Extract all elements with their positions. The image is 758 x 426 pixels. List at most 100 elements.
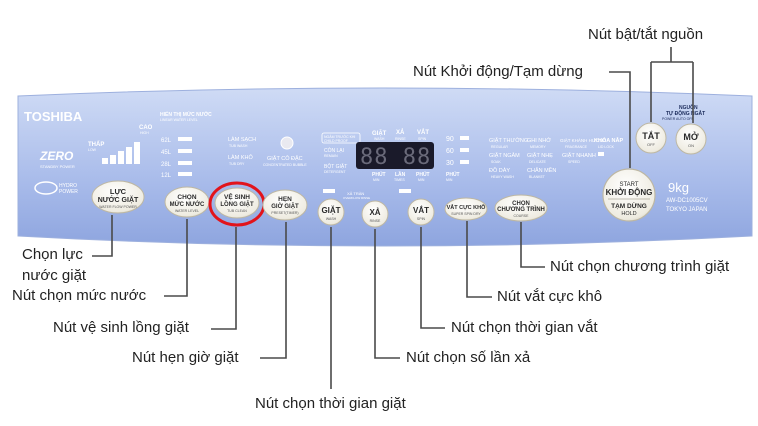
display-minute2-sub: MIN [418, 178, 425, 182]
power-off-sub: OFF [647, 142, 656, 147]
display-times-label: LẦN [395, 171, 406, 178]
callout-program: Nút chọn chương trình giặt [550, 258, 730, 275]
display-label-2: CHILD PROOF [324, 139, 348, 143]
water-level-12: 12L [161, 173, 172, 179]
concentrated-label: GIẶT CÔ ĐẶC [267, 155, 303, 162]
program-delicate-sub: DELICATE [529, 160, 547, 164]
lid-lock-label: KHÓA NẮP [594, 136, 623, 144]
lcd-display [356, 142, 434, 169]
super-spin-sub: SUPER SPIN DRY [451, 212, 481, 216]
program-heavy-sub: HEAVY WASH [491, 175, 514, 179]
power-on-button[interactable]: MỞ ON [675, 123, 707, 155]
timer-button[interactable]: HẸN GIỜ GIẶT PRESET(TIMER) [262, 189, 308, 221]
course-button[interactable]: CHỌN CHƯƠNG TRÌNH COURSE [494, 194, 548, 222]
display-col-rinse-sub: RINSE [395, 137, 406, 141]
flow-power-label: LỰC [110, 187, 127, 196]
callout-super-spin: Nút vắt cực khô [497, 288, 603, 305]
overflow-rinse-sub: OVERFLOW RINSE [343, 196, 370, 200]
callout-tub-clean: Nút vệ sinh lồng giặt [53, 319, 189, 336]
flow-power-sub: WATER FLOW POWER [99, 205, 137, 209]
led-indicators [323, 189, 411, 193]
detergent-sub: DETERGENT [324, 170, 346, 174]
tub-dry-label: LÀM KHÔ [228, 154, 253, 161]
super-spin-label: VẮT CỰC KHÔ [447, 203, 487, 211]
water-level-button[interactable]: CHỌN MỨC NƯỚC WATER LEVEL [164, 186, 210, 218]
high-label: CAO [139, 125, 153, 131]
rinse-button[interactable]: XẢ RINSE [361, 200, 389, 228]
remain-sub: REMAIN [324, 154, 338, 158]
display-col-wash: GIẶT [372, 130, 387, 137]
super-spin-button[interactable]: VẮT CỰC KHÔ SUPER SPIN DRY [444, 197, 488, 221]
wash-button-label: GIẶT [321, 206, 340, 215]
program-soak: GIẶT NGÂM [489, 152, 520, 159]
minute-90: 90 [446, 136, 454, 143]
water-level-title: HIỂN THỊ MỨC NƯỚC [160, 110, 212, 118]
power-off-button[interactable]: TẮT OFF [635, 122, 667, 154]
program-fragrance: GIẶT KHÁNH HƯƠNG [560, 137, 607, 143]
display-label: NGÂM TRƯỚC KHI [324, 134, 355, 139]
hydro-label: HYDRO [59, 183, 77, 189]
minute-30: 30 [446, 160, 454, 167]
tub-clean-label-2: LỒNG GIẶT [220, 201, 254, 208]
display-col-rinse: XẢ [396, 129, 405, 136]
lid-lock-sub: LID LOCK [598, 145, 615, 149]
timer-sub: PRESET(TIMER) [271, 211, 298, 215]
wash-button-sub: WASH [326, 217, 337, 221]
high-sub: HIGH [140, 131, 149, 135]
side-minute-label: PHÚT [446, 171, 460, 178]
tub-clean-button[interactable]: VỆ SINH LỒNG GIẶT TUB CLEAN [214, 187, 260, 219]
flow-power-button[interactable]: LỰC NƯỚC GIẶT WATER FLOW POWER [91, 180, 145, 214]
rinse-button-label: XẢ [369, 208, 380, 217]
callout-rinse: Nút chọn số lần xả [406, 349, 531, 366]
water-level-62: 62L [161, 138, 172, 144]
flow-level-bars [102, 142, 140, 164]
callout-wash-time: Nút chọn thời gian giặt [255, 395, 406, 412]
callout-spin-time: Nút chọn thời gian vắt [451, 319, 598, 336]
display-minute-sub: MIN [373, 178, 380, 182]
power-on-sub: ON [688, 143, 694, 148]
start-pause-button[interactable]: START KHỞI ĐỘNG TẠM DỪNG HOLD [602, 168, 656, 222]
start-label: KHỞI ĐỘNG [606, 188, 653, 197]
program-delicate: GIẶT NHẸ [527, 152, 553, 159]
callout-timer: Nút hẹn giờ giặt [132, 349, 239, 366]
water-level-button-sub: WATER LEVEL [175, 209, 199, 213]
wash-button[interactable]: GIẶT WASH [317, 198, 345, 226]
callout-power: Nút bật/tắt nguồn [588, 26, 704, 43]
brand-logo: TOSHIBA [24, 109, 83, 124]
spin-button[interactable]: VẮT SPIN [407, 198, 435, 226]
program-memory: GHI NHỚ [527, 137, 551, 144]
program-regular-sub: REGULAR [491, 145, 508, 149]
pause-label: TẠM DỪNG [611, 201, 647, 210]
minute-bars [460, 136, 469, 164]
tub-wash-label: LÀM SẠCH [228, 136, 256, 143]
tub-dry-sub: TUB DRY [229, 162, 245, 166]
program-speed: GIẶT NHANH [562, 152, 596, 159]
power-off-label: TẮT [642, 131, 660, 141]
water-level-button-label-2: MỨC NƯỚC [170, 200, 205, 208]
display-minute-label: PHÚT [372, 171, 386, 178]
minute-60: 60 [446, 148, 454, 155]
power-on-label: MỞ [683, 131, 698, 142]
remain-label: CÒN LẠI [324, 147, 344, 154]
water-level-button-label: CHỌN [177, 194, 196, 201]
hydro-icon [34, 181, 58, 195]
pause-label-en: HOLD [621, 211, 636, 217]
display-col-spin: VẮT [417, 128, 429, 136]
power-label-2: TỰ ĐỘNG NGẮT [666, 109, 705, 117]
start-label-en: START [619, 182, 638, 188]
zero-sub: STANDBY POWER [40, 164, 75, 169]
concentrated-indicator-icon [280, 136, 294, 150]
capacity-label: 9kg [668, 180, 689, 195]
overflow-rinse-label: XẢ TRÀN [347, 191, 364, 196]
program-fragrance-sub: FRAGRANCE [565, 145, 588, 149]
water-level-28: 28L [161, 162, 172, 168]
program-blanket-sub: BLANKET [529, 175, 546, 179]
display-col-wash-sub: WASH [374, 137, 385, 141]
water-level-sub: LINEAR WATER LEVEL [160, 118, 198, 122]
water-level-bars [178, 137, 192, 176]
low-label: THẤP [88, 141, 104, 148]
lcd-digits: 88 88 [360, 145, 431, 170]
callout-start-pause: Nút Khởi động/Tạm dừng [413, 63, 583, 80]
display-times-sub: TIMES [394, 178, 405, 182]
